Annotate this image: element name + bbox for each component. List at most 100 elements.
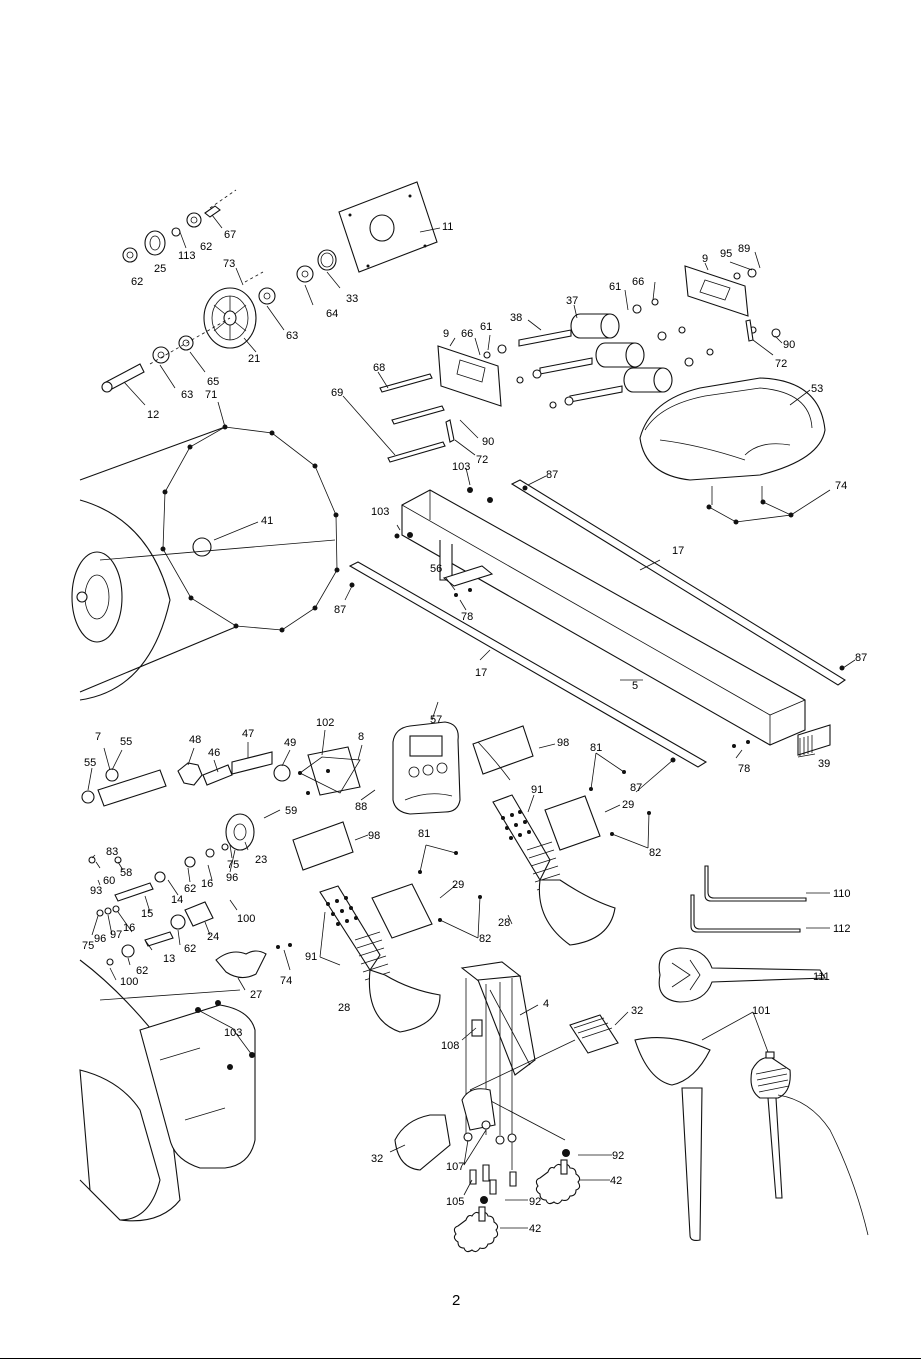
console-monitor	[392, 721, 461, 815]
part-label: 8	[358, 731, 364, 743]
part-label: 48	[189, 734, 201, 746]
part-label: 62	[200, 241, 212, 253]
part-label: 98	[368, 830, 380, 842]
part-label: 92	[529, 1196, 541, 1208]
part-label: 74	[280, 975, 292, 987]
part-label: 41	[261, 515, 273, 527]
seat-carriage	[379, 265, 781, 463]
main-rail-assembly	[348, 479, 846, 768]
part-label: 25	[154, 263, 166, 275]
frame-base	[79, 959, 256, 1222]
part-label: 29	[452, 879, 464, 891]
part-label: 66	[632, 276, 644, 288]
part-label: 102	[316, 717, 334, 729]
front-stabilizer	[394, 961, 619, 1253]
part-label: 97	[110, 929, 122, 941]
part-label: 107	[446, 1161, 464, 1173]
part-label: 110	[833, 888, 851, 900]
part-label: 60	[103, 875, 115, 887]
part-label: 71	[205, 389, 217, 401]
part-label: 72	[775, 358, 787, 370]
part-label: 98	[557, 737, 569, 749]
part-label: 59	[285, 805, 297, 817]
part-label: 83	[106, 846, 118, 858]
part-label: 68	[373, 362, 385, 374]
part-label: 57	[430, 714, 442, 726]
part-label: 14	[171, 894, 183, 906]
part-label: 87	[630, 782, 642, 794]
part-label: 58	[120, 867, 132, 879]
part-label: 29	[622, 799, 634, 811]
tools	[634, 865, 869, 1241]
part-label: 7	[95, 731, 101, 743]
part-label: 55	[84, 757, 96, 769]
part-label: 11	[442, 221, 453, 233]
part-label: 87	[855, 652, 867, 664]
seat	[639, 377, 826, 525]
footrest-left	[292, 821, 482, 1033]
part-label: 81	[418, 828, 430, 840]
part-label: 47	[242, 728, 254, 740]
part-label: 17	[672, 545, 684, 557]
part-label: 63	[286, 330, 298, 342]
part-label: 12	[147, 409, 159, 421]
part-label: 96	[94, 933, 106, 945]
part-label: 37	[566, 295, 578, 307]
part-label: 46	[208, 747, 220, 759]
part-label: 56	[430, 563, 442, 575]
part-label: 74	[835, 480, 847, 492]
part-label: 9	[443, 328, 449, 340]
part-label: 64	[326, 308, 338, 320]
part-label: 93	[90, 885, 102, 897]
part-label: 65	[207, 376, 219, 388]
part-label: 42	[529, 1223, 541, 1235]
part-label: 28	[498, 917, 510, 929]
part-label: 21	[248, 353, 260, 365]
part-label: 96	[226, 872, 238, 884]
part-label: 49	[284, 737, 296, 749]
part-label: 75	[82, 940, 94, 952]
part-label: 32	[631, 1005, 643, 1017]
part-label: 27	[250, 989, 262, 1001]
part-label: 38	[510, 312, 522, 324]
part-label: 28	[338, 1002, 350, 1014]
part-label: 73	[223, 258, 235, 270]
part-label: 62	[136, 965, 148, 977]
part-label: 62	[131, 276, 143, 288]
part-label: 61	[480, 321, 492, 333]
part-label: 9	[702, 253, 708, 265]
part-label: 5	[632, 680, 638, 692]
part-label: 61	[609, 281, 621, 293]
part-label: 91	[305, 951, 317, 963]
part-label: 78	[738, 763, 750, 775]
part-label: 55	[120, 736, 132, 748]
roller-axle-assembly	[101, 181, 438, 393]
part-label: 89	[738, 243, 750, 255]
part-label: 103	[371, 506, 389, 518]
part-label: 66	[461, 328, 473, 340]
part-label: 16	[201, 878, 213, 890]
small-parts-cluster	[88, 813, 292, 979]
part-label: 42	[610, 1175, 622, 1187]
part-label: 90	[783, 339, 795, 351]
part-label: 95	[720, 248, 732, 260]
flywheel-housing	[71, 424, 340, 701]
part-label: 101	[752, 1005, 770, 1017]
part-label: 82	[649, 847, 661, 859]
part-label: 78	[461, 611, 473, 623]
part-label: 72	[476, 454, 488, 466]
part-label: 92	[612, 1150, 624, 1162]
part-label: 23	[255, 854, 267, 866]
part-label: 63	[181, 389, 193, 401]
part-label: 103	[224, 1027, 242, 1039]
part-label: 105	[446, 1196, 464, 1208]
part-label: 100	[120, 976, 138, 988]
part-labels: 62 25 113 62 67 73 11 33 64 63 21 65 63 …	[82, 221, 867, 1235]
part-label: 62	[184, 883, 196, 895]
part-label: 75	[227, 859, 239, 871]
part-label: 108	[441, 1040, 459, 1052]
part-label: 69	[331, 387, 343, 399]
part-label: 87	[546, 469, 558, 481]
part-label: 32	[371, 1153, 383, 1165]
page-number: 2	[452, 1292, 461, 1309]
